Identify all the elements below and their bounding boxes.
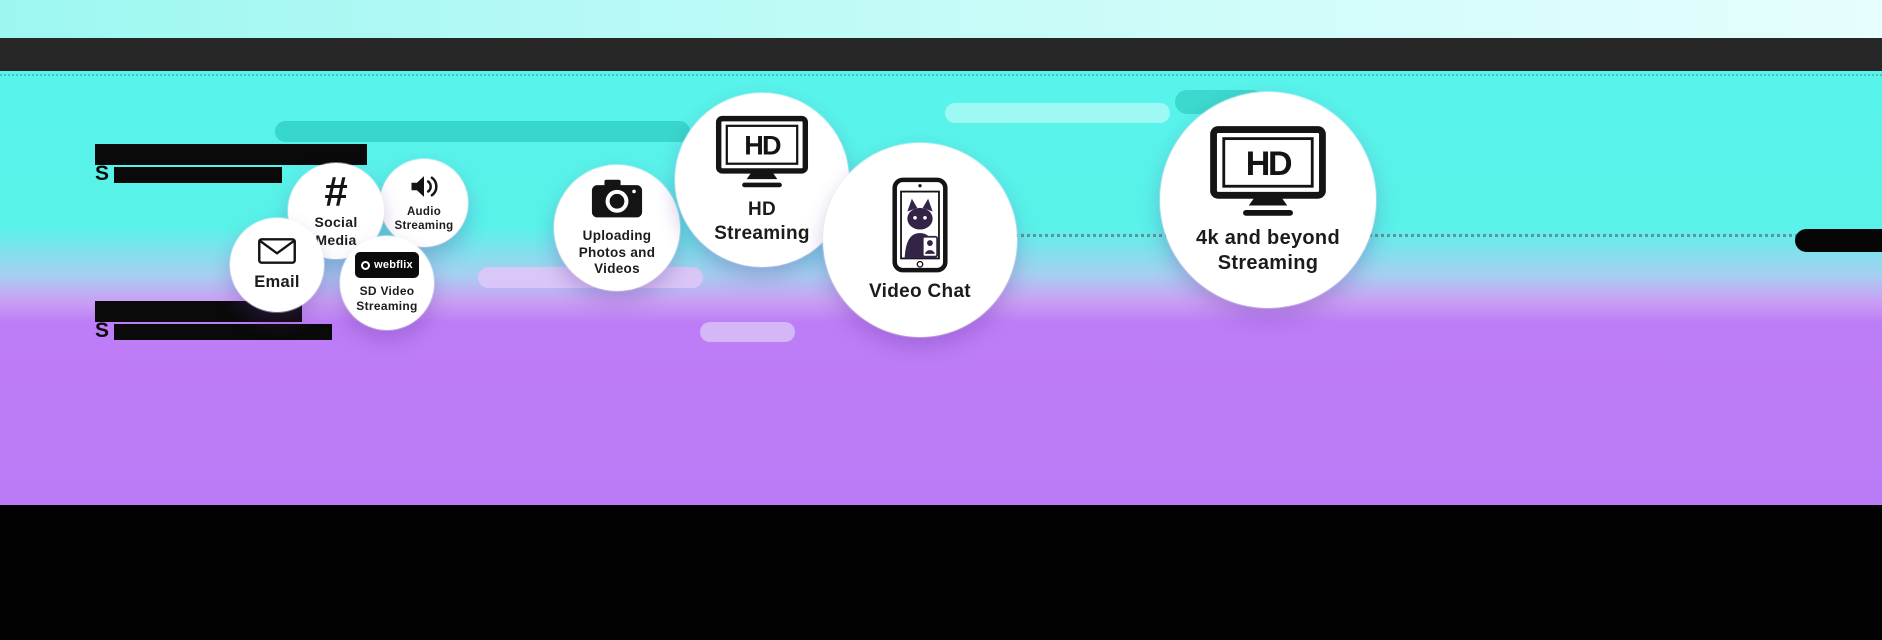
dotted-guideline: [960, 234, 1882, 237]
obscured-heading-top-line2: [114, 167, 282, 183]
obscured-heading-top-partial: S: [95, 162, 110, 185]
webflix-text: webflix: [374, 259, 413, 271]
hd-tv-icon: HD: [1209, 125, 1327, 218]
webflix-ring-icon: [361, 260, 371, 270]
bubble-sd-video-streaming: webflix SD Video Streaming: [340, 236, 434, 330]
bubble-label: Social Media: [314, 214, 358, 248]
webflix-logo: webflix: [355, 252, 419, 278]
bubble-video-chat: Video Chat: [823, 143, 1017, 337]
obscured-heading-bottom-partial: S: [95, 319, 110, 342]
obscured-heading-bottom-line1: [95, 301, 302, 322]
camera-icon: [590, 178, 644, 221]
obscured-heading-top-line1: [95, 144, 367, 165]
tv-screen-text: HD: [1246, 144, 1292, 182]
top-light-strip: [0, 0, 1882, 38]
speed-streak-lavender-2: [700, 322, 795, 342]
obscured-heading-bottom-line2: [114, 324, 332, 340]
bubble-hd-streaming: HD HD Streaming: [675, 93, 849, 267]
tv-screen-text: HD: [744, 129, 781, 160]
bubble-label: Video Chat: [869, 280, 971, 302]
video-call-phone-icon: [892, 177, 948, 273]
right-edge-pill: [1795, 229, 1882, 252]
bubble-label: Email: [254, 273, 300, 292]
header-dark-bar: [0, 38, 1882, 71]
hash-icon: #: [324, 167, 348, 215]
speed-streak-light-1: [945, 103, 1170, 123]
footer-black-bar: [0, 505, 1882, 640]
bubble-uploading-photos: Uploading Photos and Videos: [554, 165, 680, 291]
speed-streak-teal-1: [275, 121, 690, 142]
bubble-audio-streaming: Audio Streaming: [380, 159, 468, 247]
bubble-4k-streaming: HD 4k and beyond Streaming: [1160, 92, 1376, 308]
bubble-label: HD Streaming: [714, 198, 810, 244]
bubble-email: Email: [230, 218, 324, 312]
top-dotted-divider: [0, 74, 1882, 76]
bubble-label: Audio Streaming: [394, 205, 454, 232]
bubble-label: SD Video Streaming: [356, 284, 418, 313]
hd-tv-icon: HD: [715, 115, 809, 189]
bubble-label: 4k and beyond Streaming: [1196, 226, 1340, 274]
speaker-icon: [409, 173, 439, 200]
bubble-label: Uploading Photos and Videos: [578, 227, 656, 277]
envelope-icon: [257, 237, 297, 265]
